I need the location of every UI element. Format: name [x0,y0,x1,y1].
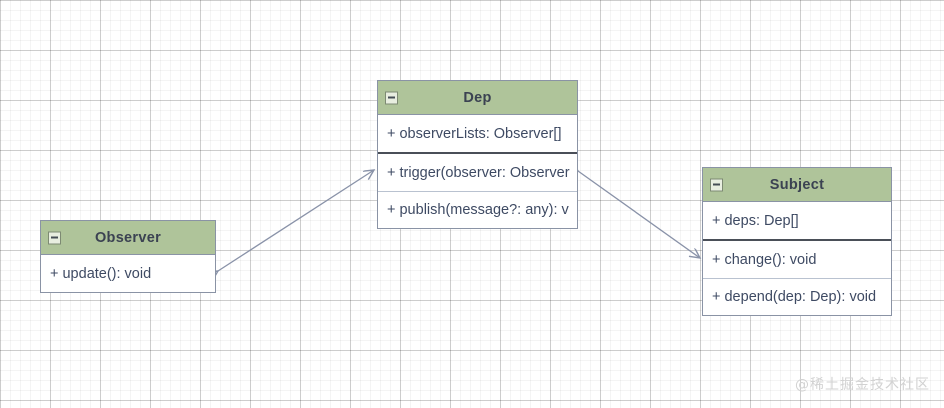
uml-method-row: + depend(dep: Dep): void [703,278,891,315]
uml-class-subject[interactable]: Subject + deps: Dep[] + change(): void +… [702,167,892,316]
minus-box-icon[interactable] [48,231,61,244]
uml-attributes-subject: + deps: Dep[] [703,202,891,239]
minus-box-icon[interactable] [710,178,723,191]
minus-box-icon[interactable] [385,91,398,104]
uml-class-dep[interactable]: Dep + observerLists: Observer[] + trigge… [377,80,578,229]
uml-class-observer[interactable]: Observer + update(): void [40,220,216,293]
uml-methods-dep: + trigger(observer: Observer + publish(m… [378,152,577,228]
uml-method-row: + update(): void [50,265,152,282]
uml-class-header-observer: Observer [41,221,215,255]
uml-attribute-row: + deps: Dep[] [712,212,799,229]
uml-methods-observer: + update(): void [41,255,215,292]
watermark: @稀土掘金技术社区 [795,377,930,393]
uml-class-header-subject: Subject [703,168,891,202]
uml-method-row: + change(): void [712,251,817,268]
uml-attributes-dep: + observerLists: Observer[] [378,115,577,152]
uml-class-header-dep: Dep [378,81,577,115]
connector-dep-subject [578,171,700,258]
uml-class-name: Observer [94,229,162,246]
uml-methods-subject: + change(): void + depend(dep: Dep): voi… [703,239,891,315]
uml-attribute-row: + observerLists: Observer[] [387,125,562,142]
uml-class-name: Subject [769,176,825,193]
uml-method-row: + publish(message?: any): v [378,191,577,228]
uml-method-row: + trigger(observer: Observer [387,164,570,181]
connector-observer-dep [218,170,374,271]
uml-class-name: Dep [463,89,492,106]
